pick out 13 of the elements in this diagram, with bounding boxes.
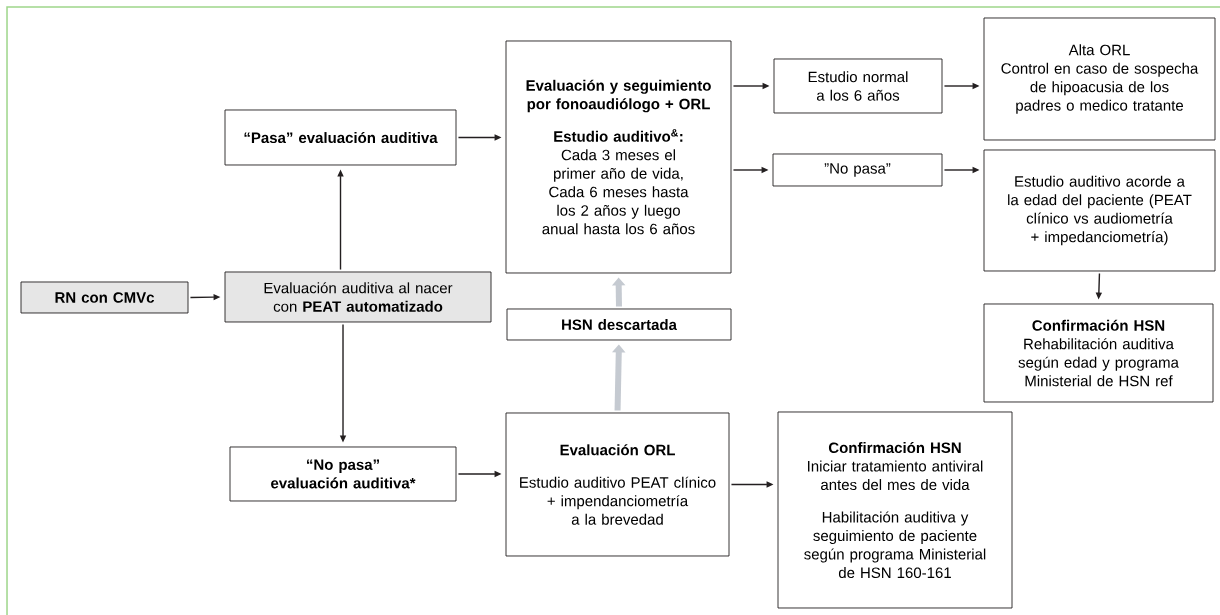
process-box: Evaluación ORL Estudio auditivo PEAT clínico + impendanciometría a la brevedad	[505, 412, 730, 557]
process-box: “Pasa” evaluación auditiva	[224, 109, 457, 166]
process-box: Confirmación HSN Iniciar tratamiento antiviral antes del mes de vida Habilitación auditiva y seguimiento de paciente según programa Ministerial de HSN 160-161	[777, 411, 1013, 609]
process-box: Alta ORL Control en caso de sospecha de hipoacusia de los padres o medico tratante	[983, 17, 1216, 141]
process-box: HSN descartada	[506, 308, 732, 341]
process-box: Evaluación y seguimiento por fonoaudiólogo + ORL Estudio auditivo$^{&}$: Cada 3 meses el primer año de vida, Cada 6 meses hasta los 2 años y luego anual hasta los 6 años	[505, 40, 732, 274]
process-box: ”No pasa”	[772, 153, 943, 187]
process-box: “No pasa” evaluación auditiva*	[229, 446, 457, 502]
process-box: Estudio normal a los 6 años	[773, 58, 943, 114]
process-box: Confirmación HSN Rehabilitación auditiva según edad y programa Ministerial de HSN ref	[983, 303, 1214, 403]
process-box: Evaluación auditiva al nacer con PEAT automatizado	[224, 271, 492, 323]
process-box: Estudio auditivo acorde a la edad del paciente (PEAT clínico vs audiometría + impedanciometría)	[983, 149, 1216, 272]
process-box: RN con CMVc	[20, 281, 189, 314]
